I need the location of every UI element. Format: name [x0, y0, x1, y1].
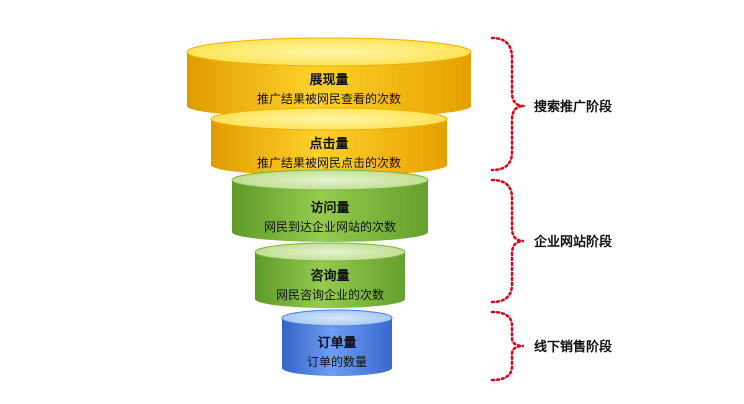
funnel-level-5: 订单量 订单的数量 [281, 309, 393, 376]
level-1-desc: 推广结果被网民查看的次数 [257, 91, 401, 106]
level-1-title: 展现量 [309, 73, 348, 88]
level-5-desc: 订单的数量 [307, 354, 367, 369]
level-3-desc: 网民到达企业网站的次数 [264, 219, 396, 234]
level-3-title: 访问量 [310, 200, 349, 216]
level-2-desc: 推广结果被网民点击的次数 [257, 155, 401, 170]
stage-bracket-1 [490, 36, 525, 172]
funnel-level-3: 访问量 网民到达企业网站的次数 [231, 169, 429, 242]
stage-bracket-2 [490, 178, 525, 304]
level-4-desc: 网民咨询企业的次数 [276, 287, 384, 302]
level-2-title: 点击量 [309, 136, 348, 152]
stage-label-3: 线下销售阶段 [534, 339, 612, 355]
stage-label-1: 搜索推广阶段 [534, 99, 612, 115]
stage-label-2: 企业网站阶段 [533, 234, 612, 250]
level-4-title: 咨询量 [310, 268, 349, 284]
funnel-level-2: 点击量 推广结果被网民点击的次数 [210, 107, 448, 176]
funnel-level-1: 展现量 推广结果被网民查看的次数 [186, 37, 472, 118]
stage-bracket-3 [490, 310, 525, 382]
funnel-level-4: 咨询量 网民咨询企业的次数 [254, 242, 406, 308]
level-5-title: 订单量 [317, 335, 356, 351]
